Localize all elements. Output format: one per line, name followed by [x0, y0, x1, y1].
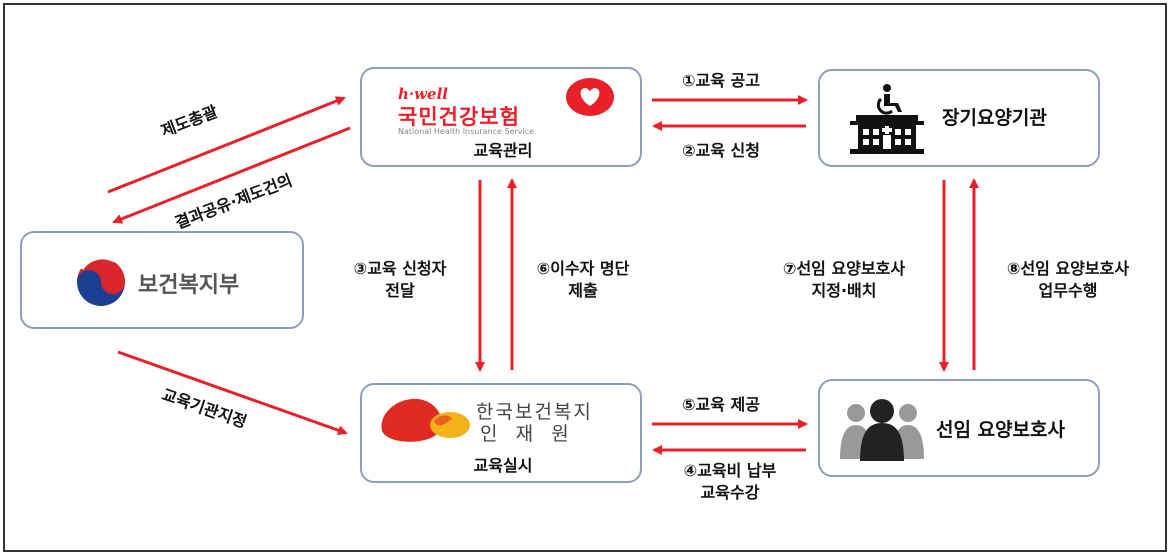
nhis-heart-logo-icon — [566, 78, 614, 116]
edge-label-e2: ②교육 신청 — [682, 141, 760, 160]
node-caregiver: 선임 요양보호사 — [818, 379, 1100, 477]
facility-building-icon — [850, 84, 924, 154]
edge-label-e6-line1: ⑥이수자 명단 — [536, 259, 630, 278]
node-institute: 한국보건복지 인 재 원 교육실시 — [360, 383, 642, 483]
edge-label-e4-line1: ④교육비 납부 — [683, 461, 777, 480]
edge-label-e3: ③교육 신청자 전달 — [330, 258, 470, 302]
edge-label-e6-line2: 제출 — [568, 281, 598, 300]
edge-label-e1: ①교육 공고 — [682, 71, 760, 90]
node-ministry: 보건복지부 — [20, 231, 304, 329]
arrow-nhis-to-ministry — [112, 126, 351, 224]
caregiver-caption: 선임 요양보호사 — [936, 419, 1065, 441]
institute-logo-line2: 인 재 원 — [480, 423, 569, 445]
edge-label-e6: ⑥이수자 명단 제출 — [518, 258, 648, 302]
edge-label-e7: ⑦선임 요양보호사 지정·배치 — [754, 258, 934, 302]
institute-caption: 교육실시 — [473, 456, 533, 475]
diagram-frame — [3, 3, 1167, 552]
edge-label-e5: ⑤교육 제공 — [682, 395, 760, 414]
nhis-caption: 교육관리 — [473, 141, 533, 160]
institute-logo-icon — [381, 398, 470, 442]
nhis-sub-text: National Health Insurance Service — [398, 127, 535, 136]
edge-label-e8-line2: 업무수행 — [1038, 281, 1098, 300]
ministry-caption: 보건복지부 — [138, 273, 240, 298]
edge-label-e4-line2: 교육수강 — [700, 483, 760, 502]
edge-label-e3-line1: ③교육 신청자 — [353, 259, 447, 278]
ministry-taegeuk-emblem-icon — [77, 256, 125, 306]
node-nhis: h·well 국민건강보험 National Health Insurance … — [360, 67, 642, 167]
edge-label-e7-line1: ⑦선임 요양보호사 — [782, 259, 906, 278]
edge-label-e8-line1: ⑧선임 요양보호사 — [1006, 259, 1130, 278]
edge-label-e7-line2: 지정·배치 — [811, 281, 877, 300]
node-facility: 장기요양기관 — [818, 69, 1100, 167]
facility-caption: 장기요양기관 — [942, 107, 1047, 129]
arrow-ministry-to-nhis — [107, 96, 346, 194]
edge-label-e4: ④교육비 납부 교육수강 — [660, 460, 800, 504]
nhis-name-text: 국민건강보험 — [398, 105, 520, 129]
caregiver-people-icon — [840, 399, 924, 461]
edge-label-e8: ⑧선임 요양보호사 업무수행 — [978, 258, 1158, 302]
institute-logo-line1: 한국보건복지 — [476, 401, 593, 423]
nhis-brand-text: h·well — [398, 85, 448, 103]
edge-label-e3-line2: 전달 — [385, 281, 415, 300]
arrow-ministry-to-institute — [117, 350, 348, 436]
